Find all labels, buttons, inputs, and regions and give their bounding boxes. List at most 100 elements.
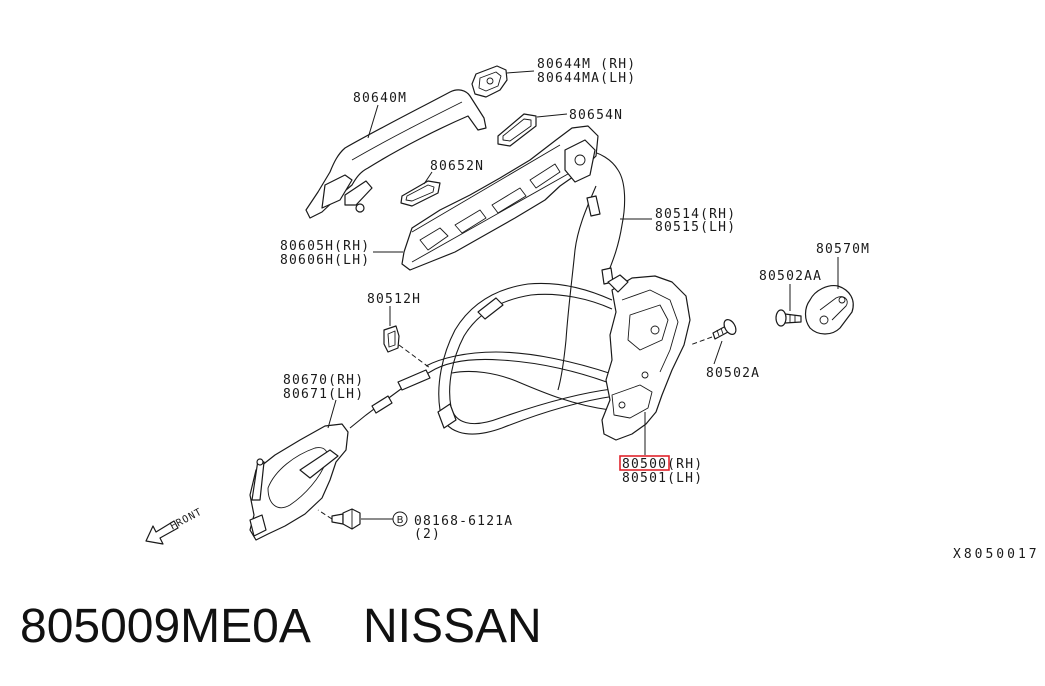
outer-handle-mount-rear (344, 180, 373, 206)
handle-gasket-front-part (400, 180, 441, 207)
striker-hole-1 (819, 315, 829, 325)
label-door-lock-lh: 80501(LH) (622, 471, 703, 486)
handle-bracket-outline (401, 125, 599, 271)
gasket-front-outline (400, 180, 441, 207)
leader-gasket-rear (536, 113, 568, 118)
inside-handle-cable (349, 359, 613, 429)
door-lock-latch-housing (611, 384, 653, 419)
striker-part (804, 285, 854, 335)
caption-part-number: 805009ME0A (20, 600, 311, 653)
upper-cable-loop-inner (449, 293, 613, 425)
label-door-lock-rh: 80500(RH) (622, 457, 703, 472)
label-gasket-rear: 80654N (569, 108, 623, 123)
label-striker-screw: 80502AA (759, 269, 822, 284)
label-cable-clip: 80512H (367, 292, 421, 307)
dashed-bolt-to-handle (317, 509, 333, 520)
label-handle-rod-lh: 80515(LH) (655, 220, 736, 235)
inside-handle-part (249, 423, 349, 541)
front-direction-indicator: FRONT (145, 506, 204, 545)
handle-cap-key-hole (486, 77, 494, 85)
bolt-reference-letter: B (397, 515, 404, 526)
handle-gasket-rear-part (497, 113, 537, 147)
label-handle-bracket-lh: 80606H(LH) (280, 253, 370, 268)
door-lock-connector (607, 274, 629, 293)
inside-handle-outline (249, 423, 349, 541)
outer-handle-cable (557, 185, 597, 391)
inside-handle-screw (256, 458, 264, 466)
label-outer-handle: 80640M (353, 91, 407, 106)
cable-clip-outline (383, 325, 400, 353)
label-door-lock-highlighted-part: 80500 (622, 457, 667, 472)
label-bolt-part: 08168-6121A (414, 514, 513, 529)
striker-hole-2 (838, 296, 846, 304)
striker-loop (819, 296, 848, 321)
inside-handle-cable-2 (425, 351, 613, 375)
label-handle-bracket-rh: 80605H(RH) (280, 239, 370, 254)
lower-cable (451, 370, 611, 411)
dashed-screw-to-lock (689, 336, 713, 346)
bolt-shaft (331, 513, 344, 525)
inside-handle-mount-tab (251, 459, 265, 501)
bracket-window-2 (454, 209, 487, 234)
door-lock-inner-edge (621, 289, 679, 373)
leader-inside-handle (327, 399, 337, 429)
cable-tube-fitting (397, 369, 431, 391)
gasket-rear-outline (497, 113, 537, 147)
callout-labels: 80644M (RH) 80644MA(LH) 80640M 80654N 80… (280, 57, 1040, 562)
leader-lock-screw (713, 340, 723, 365)
label-handle-rod-rh: 80514(RH) (655, 207, 736, 222)
drawing-code: X8050017 (953, 547, 1040, 562)
striker-screw-head (775, 309, 787, 327)
gasket-rear-inner (502, 118, 532, 142)
leader-lines (317, 70, 839, 520)
door-lock-actuator-part (601, 274, 691, 441)
bolt-part (331, 508, 361, 530)
striker-plate (804, 285, 854, 335)
bolt-reference-circle (392, 511, 408, 527)
label-bolt-qty: (2) (414, 527, 441, 542)
bracket-top-rail (411, 144, 561, 233)
label-gasket-front: 80652N (430, 159, 484, 174)
front-label: FRONT (168, 506, 204, 532)
label-handle-cap-rh: 80644M (RH) (537, 57, 636, 72)
inside-handle-lower-tab (249, 514, 267, 537)
bracket-window-1 (419, 227, 449, 251)
cable-end-fitting (371, 395, 393, 414)
door-lock-body (601, 275, 691, 441)
inside-handle-lever (299, 449, 339, 479)
striker-screw-threads (789, 314, 796, 323)
highlight-box (619, 455, 670, 471)
rod-end-fitting (586, 195, 601, 217)
handle-bracket-part (401, 125, 599, 271)
label-inside-handle-lh: 80671(LH) (283, 387, 364, 402)
outer-handle-grip-line (351, 101, 463, 161)
handle-cap-outline (471, 65, 508, 98)
front-arrow-icon (145, 520, 179, 545)
outer-handle-part (305, 89, 487, 219)
lock-screw-head (723, 319, 737, 335)
outer-handle-outline (305, 89, 487, 219)
gasket-front-inner (405, 184, 435, 202)
door-lock-bolt-hole-1 (650, 325, 660, 335)
label-lock-screw: 80502A (706, 366, 760, 381)
label-door-lock-rh-suffix: (RH) (667, 457, 703, 472)
upper-cable-loop (438, 282, 616, 435)
dashed-clip-to-cable (398, 344, 431, 369)
bracket-latch-block (564, 139, 596, 183)
caption-brand: NISSAN (363, 600, 542, 653)
outer-handle-rod (584, 149, 626, 279)
lock-screw-threads (716, 327, 724, 337)
label-handle-cap-lh: 80644MA(LH) (537, 71, 636, 86)
outer-handle-pin (355, 203, 365, 213)
striker-screw-part (775, 309, 802, 327)
striker-screw-shaft (784, 313, 802, 324)
cable-sleeve-upper (477, 297, 504, 320)
leader-gasket-front (423, 171, 433, 185)
cable-clip-part (383, 325, 400, 353)
door-lock-bolt-hole-2 (641, 371, 649, 379)
leader-outer-handle (367, 104, 379, 139)
label-inside-handle-rh: 80670(RH) (283, 373, 364, 388)
label-striker: 80570M (816, 242, 870, 257)
